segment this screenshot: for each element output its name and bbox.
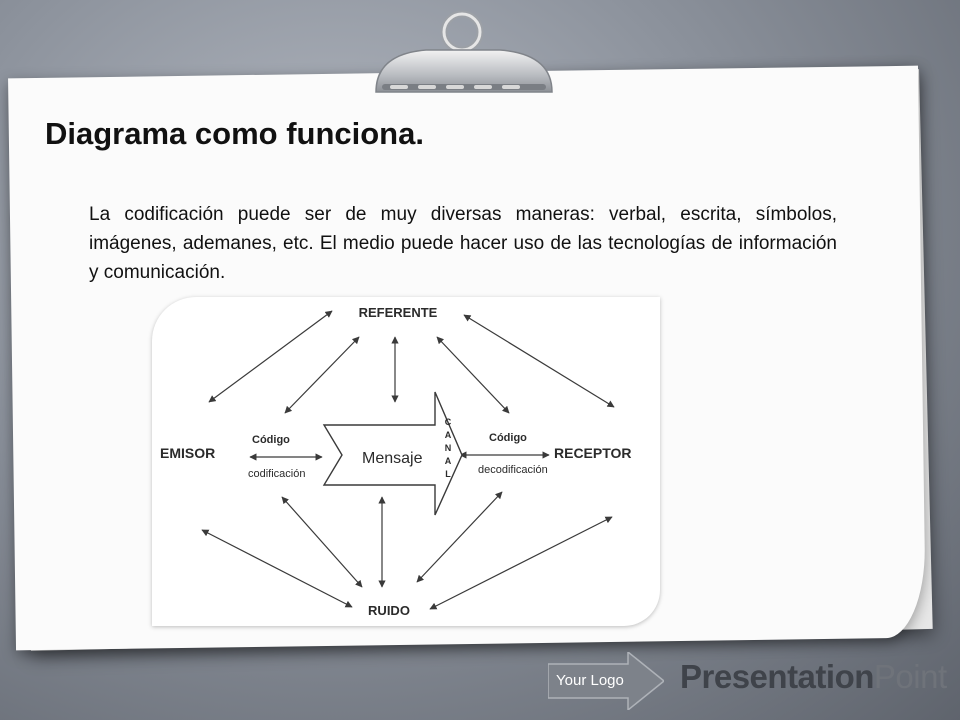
logo-arrow-icon bbox=[548, 652, 664, 710]
canal-letter: N bbox=[445, 443, 452, 453]
brand-part-point: Point bbox=[873, 658, 947, 695]
slide-title: Diagrama como funciona. bbox=[45, 116, 424, 151]
mensaje-label: Mensaje bbox=[362, 450, 423, 467]
arrow-referente-emisor bbox=[208, 310, 333, 403]
canal-letter: A bbox=[445, 430, 452, 440]
receptor-decodificacion-label: decodificación bbox=[478, 464, 548, 476]
canal-letter: C bbox=[445, 417, 452, 427]
binder-clip-icon bbox=[375, 10, 553, 93]
your-logo-label: Your Logo bbox=[556, 672, 624, 689]
arrow-codificacion-ruido bbox=[281, 496, 363, 588]
mensaje-block-arrow bbox=[322, 391, 463, 516]
node-emisor: EMISOR bbox=[160, 445, 215, 461]
canal-letter: A bbox=[445, 456, 452, 466]
arrow-referente-receptor bbox=[463, 314, 615, 408]
brand-wordmark: PresentationPoint bbox=[680, 658, 947, 696]
emisor-codificacion-label: codificación bbox=[248, 468, 305, 480]
emisor-codigo-label: Código bbox=[252, 434, 290, 446]
arrow-receptor-ruido bbox=[429, 516, 613, 610]
canal-letter: L bbox=[445, 469, 451, 479]
arrow-decodificacion-ruido bbox=[416, 491, 503, 583]
node-ruido: RUIDO bbox=[368, 603, 410, 618]
diagram-canvas: REFERENTE EMISOR RECEPTOR RUIDO Código c… bbox=[160, 305, 632, 618]
arrow-referente-codigo-emisor bbox=[284, 336, 360, 414]
slide-body-text: La codificación puede ser de muy diversa… bbox=[89, 204, 837, 283]
node-receptor: RECEPTOR bbox=[554, 445, 632, 461]
arrow-emisor-ruido bbox=[201, 529, 353, 608]
brand-part-presentation: Presentation bbox=[680, 658, 874, 695]
node-referente: REFERENTE bbox=[359, 305, 438, 320]
receptor-codigo-label: Código bbox=[489, 432, 527, 444]
communication-diagram: REFERENTE EMISOR RECEPTOR RUIDO Código c… bbox=[152, 297, 660, 626]
arrow-referente-codigo-receptor bbox=[436, 336, 510, 414]
